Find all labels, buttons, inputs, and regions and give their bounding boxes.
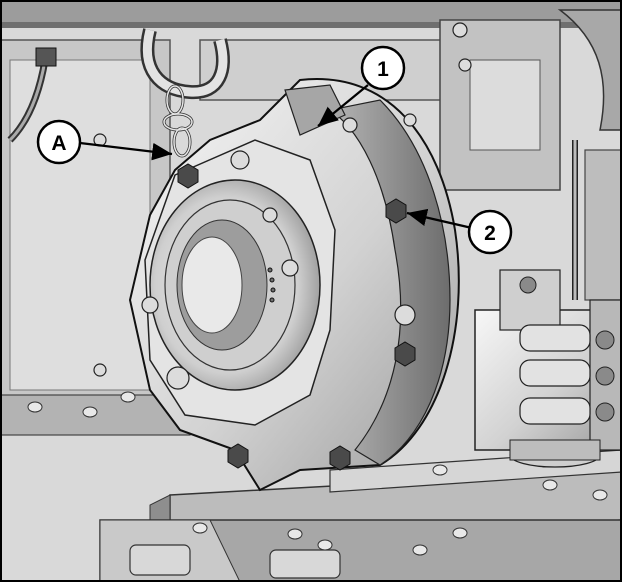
callout-leaders	[79, 84, 473, 230]
svg-text:A: A	[51, 132, 66, 155]
svg-text:1: 1	[377, 58, 389, 81]
lifting-chain-icon	[140, 28, 230, 158]
callout-1: 1	[360, 45, 406, 91]
svg-text:2: 2	[484, 222, 496, 245]
bolt-icon	[93, 22, 472, 471]
callout-a: A	[36, 119, 82, 165]
base-frame-rails	[27, 391, 622, 582]
flywheel-housing	[128, 78, 460, 492]
valve-block	[474, 140, 622, 468]
callout-2: 2	[467, 209, 513, 255]
sensor-cable	[7, 47, 57, 143]
